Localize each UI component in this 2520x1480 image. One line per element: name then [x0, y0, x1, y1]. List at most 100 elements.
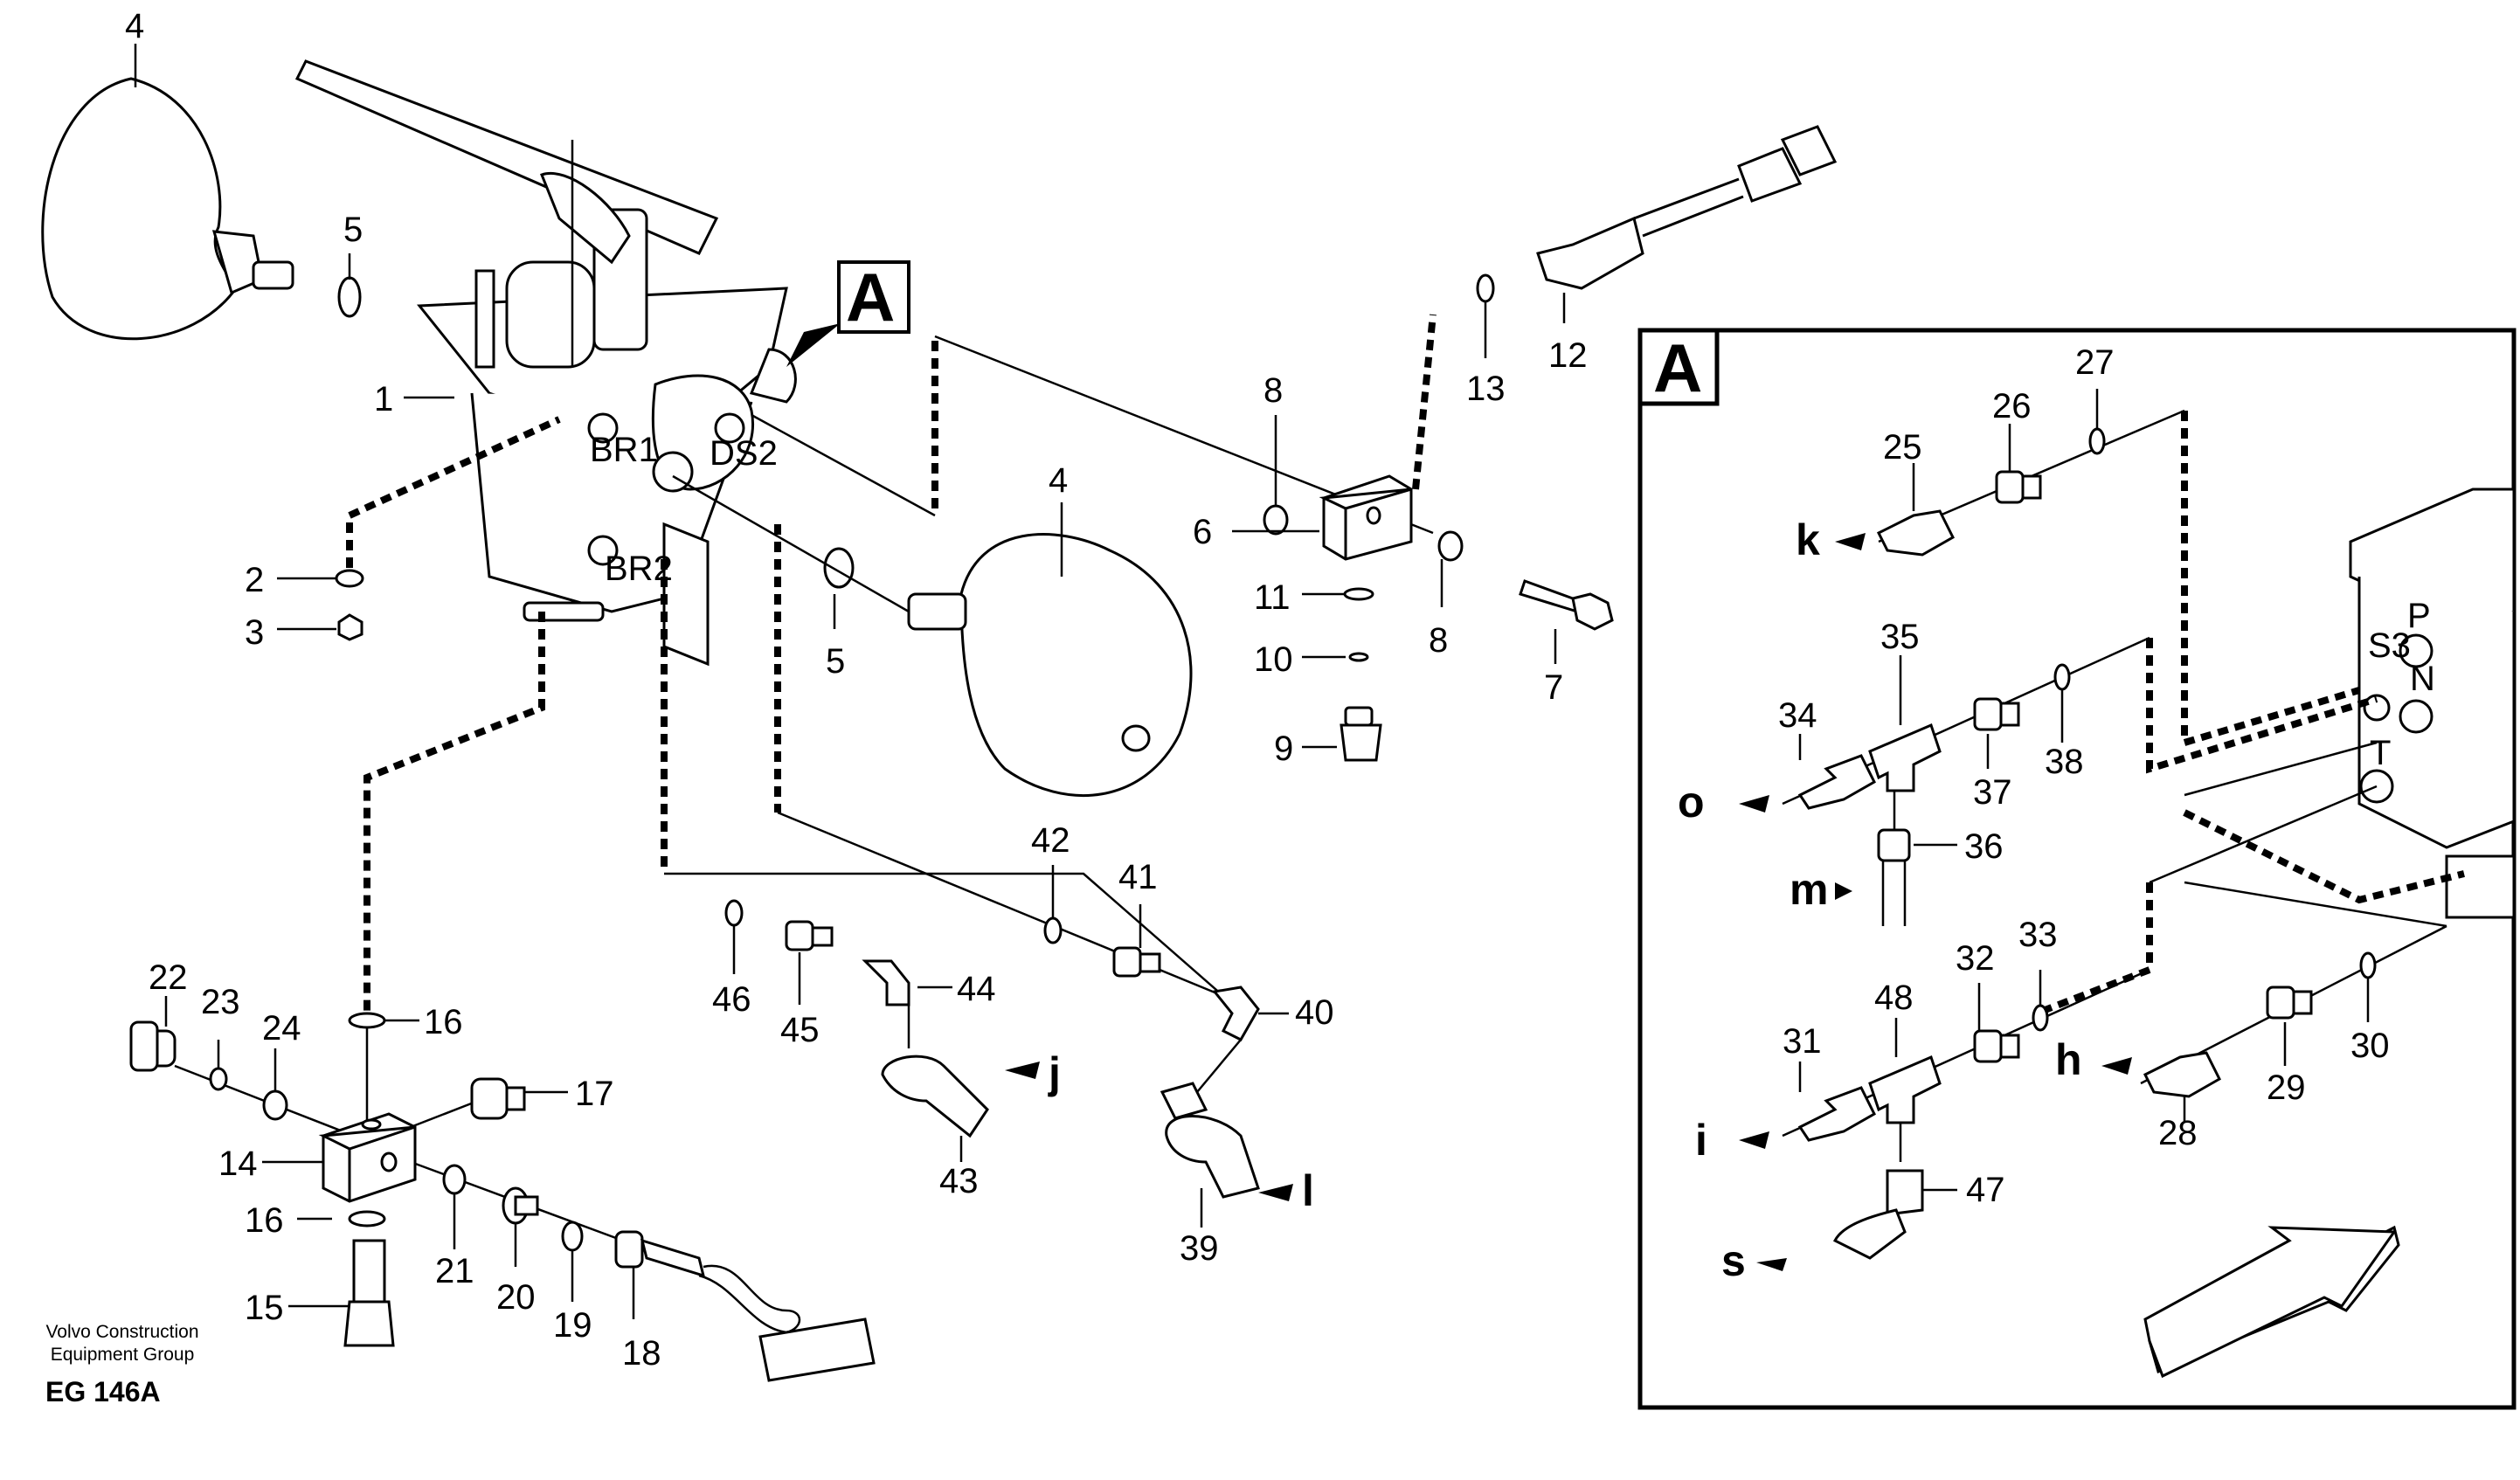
sensor-18: [614, 1230, 876, 1382]
inset-arrow-h: [2101, 1057, 2132, 1075]
o-ring-10: [1348, 652, 1369, 662]
arrow-j: [1005, 1062, 1040, 1079]
inset-arrow-s: [1756, 1258, 1787, 1271]
footer-company: Volvo Construction Equipment Group: [26, 1321, 218, 1366]
inset-conn-i: i: [1695, 1116, 1707, 1165]
label-40: 40: [1295, 993, 1334, 1032]
label-10: 10: [1254, 640, 1293, 679]
callout-a-main: A: [786, 259, 910, 367]
washer-16-top: [348, 1012, 386, 1029]
inset-a-frame: [1637, 328, 2517, 1410]
conn-label-j: j: [1048, 1048, 1061, 1097]
nut-3: [337, 613, 363, 641]
label-42: 42: [1031, 821, 1070, 860]
hose-43: [881, 1055, 989, 1138]
label-21: 21: [435, 1252, 474, 1290]
label-43: 43: [939, 1162, 979, 1200]
washer-13: [1476, 273, 1495, 303]
inset-arrow-k: [1835, 533, 1866, 550]
label-41: 41: [1118, 858, 1158, 896]
inset-o-ring-33: [2032, 1004, 2049, 1032]
label-39: 39: [1180, 1229, 1219, 1268]
label-45: 45: [780, 1011, 820, 1049]
inset-label-47: 47: [1966, 1171, 2005, 1209]
label-1: 1: [374, 380, 393, 418]
inset-label-34: 34: [1778, 696, 1817, 735]
inset-conn-m: m: [1790, 865, 1828, 914]
o-ring-5-top: [337, 276, 362, 318]
fitting-45: [785, 920, 834, 951]
label-5-center: 5: [826, 642, 845, 681]
washer-19: [561, 1221, 584, 1252]
label-11: 11: [1254, 578, 1291, 617]
label-46: 46: [712, 980, 751, 1019]
label-4-center: 4: [1049, 461, 1068, 500]
inset-fitting-37: [1973, 697, 2020, 731]
block-6: [1319, 474, 1413, 561]
inset-tee-48: [1868, 1055, 1942, 1124]
label-17: 17: [575, 1075, 614, 1113]
label-15: 15: [245, 1289, 284, 1327]
inset-label-36: 36: [1964, 827, 2004, 866]
test-coupling-22: [129, 1020, 177, 1072]
inset-port-t: T: [2370, 734, 2391, 772]
test-nipple-9: [1340, 706, 1382, 762]
o-ring-42: [1043, 916, 1063, 944]
label-24: 24: [262, 1009, 301, 1048]
inset-o-ring-38: [2053, 663, 2071, 691]
inset-hose-25: [1876, 509, 1955, 557]
label-23: 23: [201, 983, 240, 1021]
label-7: 7: [1544, 668, 1563, 707]
label-18: 18: [622, 1334, 661, 1373]
elbow-40: [1212, 986, 1260, 1041]
inset-label-32: 32: [1956, 939, 1995, 978]
label-6: 6: [1193, 513, 1212, 551]
footer-company-line2: Equipment Group: [50, 1345, 195, 1365]
washer-8-right: [1437, 530, 1464, 562]
inset-label-29: 29: [2267, 1069, 2306, 1107]
footer-company-line1: Volvo Construction: [45, 1322, 199, 1342]
footer-code: EG 146A: [45, 1376, 161, 1407]
label-20: 20: [496, 1278, 536, 1317]
bolt-7: [1519, 579, 1614, 631]
washer-8-left: [1263, 504, 1289, 536]
label-9: 9: [1274, 730, 1293, 768]
inset-label-30: 30: [2350, 1027, 2390, 1065]
callout-a-letter: A: [846, 259, 895, 335]
washer-24: [262, 1089, 288, 1121]
inset-port-p: P: [2407, 597, 2431, 635]
label-4-top: 4: [125, 7, 144, 45]
label-14: 14: [218, 1145, 258, 1183]
inset-label-28: 28: [2158, 1114, 2198, 1152]
inset-port-s3: S3: [2368, 626, 2411, 665]
inset-arrow-m: [1835, 882, 1852, 900]
inset-label-37: 37: [1973, 773, 2012, 812]
pressure-sensor-12: [1536, 125, 1838, 290]
inset-hose-31: [1797, 1086, 1876, 1142]
inset-conn-s: s: [1721, 1236, 1746, 1285]
hose-39: [1160, 1082, 1260, 1199]
inset-elbow-47: [1832, 1169, 1924, 1260]
inset-valve-body: [2349, 488, 2516, 919]
label-16-bottom: 16: [245, 1201, 284, 1240]
inset-label-27: 27: [2075, 343, 2115, 382]
block-14: [318, 1112, 417, 1203]
inset-fitting-26: [1995, 470, 2042, 504]
o-ring-5-center: [823, 547, 855, 589]
o-ring-11: [1343, 587, 1374, 601]
label-22: 22: [149, 958, 188, 997]
port-label-ds2: DS2: [710, 434, 778, 473]
label-19: 19: [553, 1306, 592, 1345]
label-16-top: 16: [424, 1003, 463, 1041]
inset-o-ring-27: [2088, 427, 2106, 455]
inset-a-title: A: [1653, 329, 1702, 406]
inset-label-26: 26: [1992, 387, 2032, 425]
label-44: 44: [957, 970, 996, 1008]
inset-port-n: N: [2410, 660, 2435, 698]
label-5-top: 5: [343, 211, 363, 249]
label-8-top: 8: [1263, 371, 1283, 410]
inset-label-35: 35: [1880, 618, 1920, 656]
inset-hose-34: [1797, 754, 1876, 810]
accumulator-center: [907, 533, 1193, 798]
arrow-l: [1258, 1184, 1293, 1201]
